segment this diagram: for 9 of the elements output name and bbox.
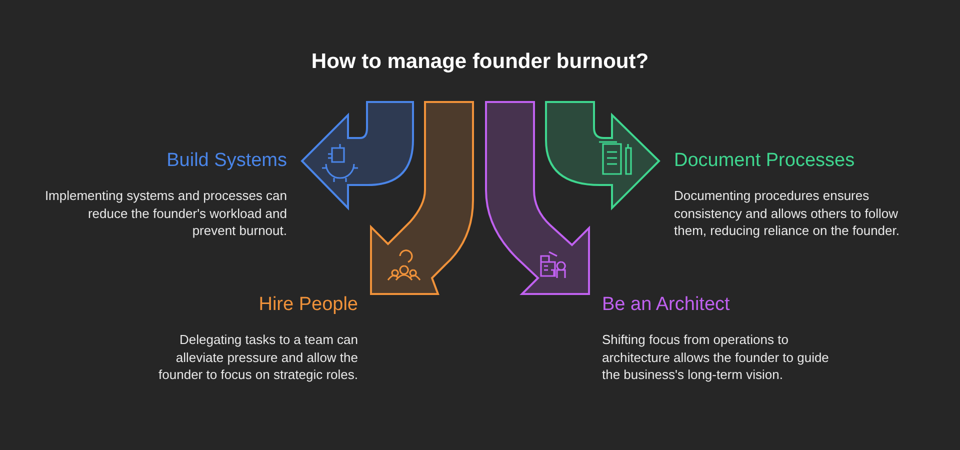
step-heading: Hire People	[258, 294, 358, 316]
step-heading: Be an Architect	[602, 294, 731, 316]
step-heading: Document Processes	[674, 150, 856, 172]
step-heading: Build Systems	[166, 150, 287, 172]
step-description: Delegating tasks to a team can alleviate pressure and allow the founder to focus on strategic roles.	[158, 331, 358, 384]
step-description: Documenting procedures ensures consistency and allows others to follow them, reducing reliance on the founder.	[674, 187, 900, 240]
step-description: Shifting focus from operations to architecture allows the founder to guide the business's long-term vision.	[602, 331, 830, 384]
step-description: Implementing systems and processes can reduce the founder's workload and prevent burnout.	[44, 187, 287, 240]
title: How to manage founder burnout?	[310, 50, 650, 74]
